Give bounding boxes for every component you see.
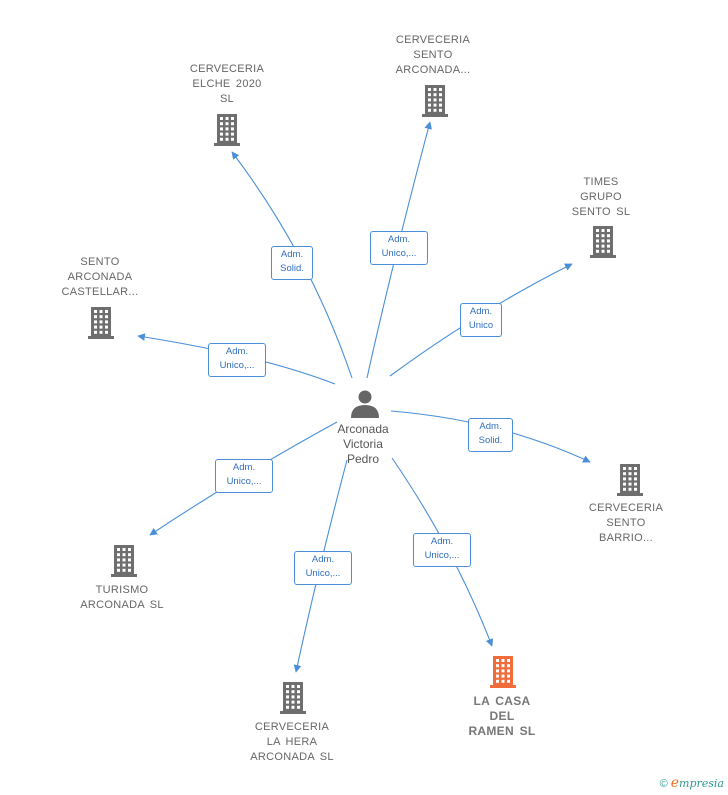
company-name-cerveceria-la-hera[interactable]: CERVECERIA LA HERA ARCONADA SL <box>250 721 334 763</box>
company-name-cerveceria-elche[interactable]: CERVECERIA ELCHE 2020 SL <box>189 63 265 105</box>
role-badge-cerveceria-elche: Adm. Solid. <box>271 246 313 280</box>
building-icon[interactable] <box>490 656 516 688</box>
company-name-turismo-arconada[interactable]: TURISMO ARCONADA SL <box>80 584 164 611</box>
role-badge-cerveceria-la-hera: Adm. Unico,... <box>294 551 352 585</box>
role-badge-times-grupo-sento: Adm. Unico <box>460 303 502 337</box>
building-icon[interactable] <box>111 545 137 577</box>
company-name-cerveceria-sento-barrio[interactable]: CERVECERIA SENTO BARRIO... <box>588 502 664 544</box>
company-name-times-grupo-sento[interactable]: TIMES GRUPO SENTO SL <box>571 176 631 218</box>
building-icon[interactable] <box>590 226 616 258</box>
company-name-cerveceria-sento-arconada[interactable]: CERVECERIA SENTO ARCONADA... <box>395 34 471 76</box>
building-icon[interactable] <box>88 307 114 339</box>
building-icon[interactable] <box>422 85 448 117</box>
role-badge-la-casa-del-ramen: Adm. Unico,... <box>413 533 471 567</box>
role-badge-turismo-arconada: Adm. Unico,... <box>215 459 273 493</box>
footer-brand: © empresia <box>660 775 724 791</box>
company-name-sento-arconada-castellar[interactable]: SENTO ARCONADA CASTELLAR... <box>61 256 139 298</box>
role-badge-cerveceria-sento-barrio: Adm. Solid. <box>468 418 513 452</box>
copyright-icon: © <box>659 778 668 790</box>
role-badge-cerveceria-sento-arconada: Adm. Unico,... <box>370 231 428 265</box>
person-icon[interactable] <box>351 390 379 419</box>
building-icon[interactable] <box>617 464 643 496</box>
company-name-la-casa-del-ramen[interactable]: LA CASA DEL RAMEN SL <box>468 694 536 738</box>
role-badge-sento-arconada-castellar: Adm. Unico,... <box>208 343 266 377</box>
center-person-name[interactable]: Arconada Victoria Pedro <box>337 422 389 466</box>
building-icon[interactable] <box>280 682 306 714</box>
brand-logo: empresia <box>670 775 724 791</box>
building-icon[interactable] <box>214 114 240 146</box>
